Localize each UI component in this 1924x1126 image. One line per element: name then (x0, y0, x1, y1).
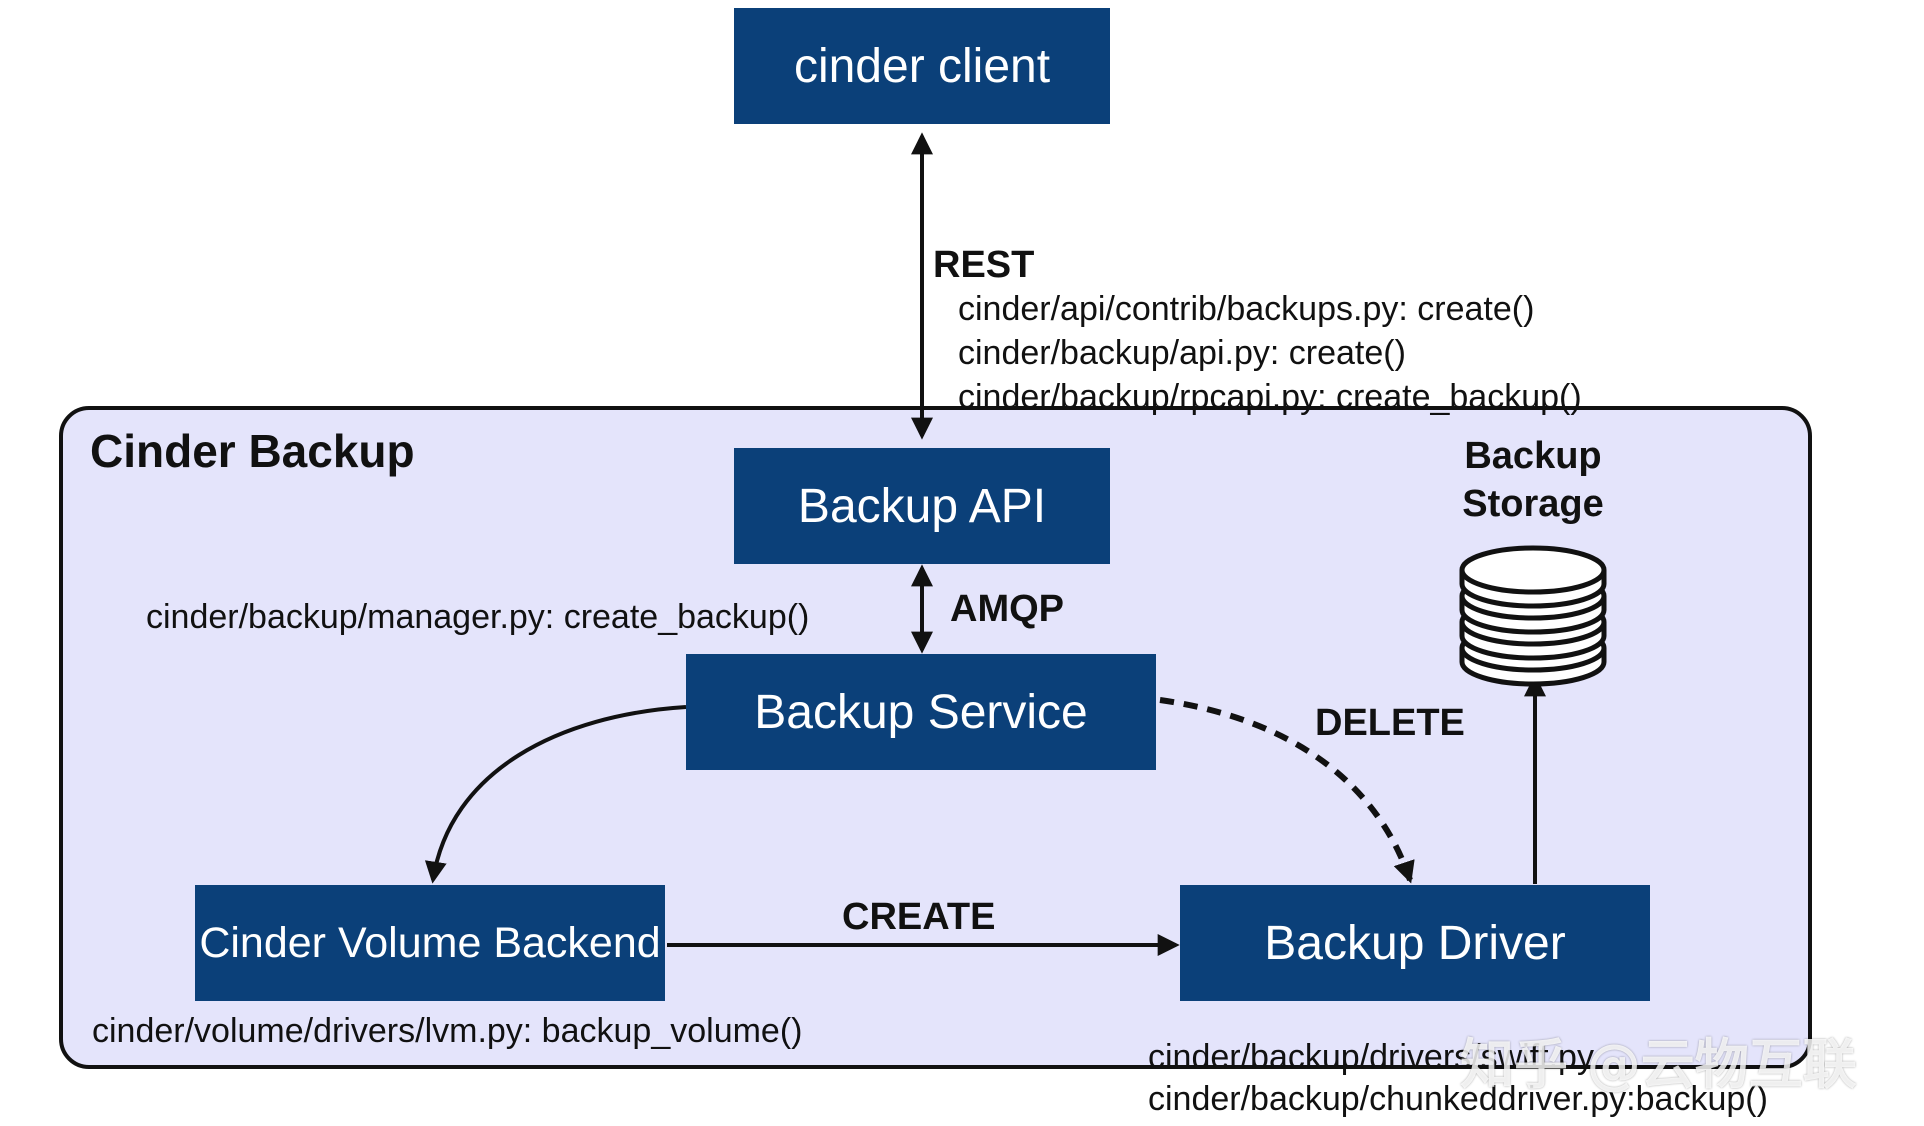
cinder-volume-backend-node: Cinder Volume Backend (195, 885, 665, 1001)
storage-label-line1: Backup (1464, 435, 1602, 477)
delete-arrow (1159, 697, 1415, 884)
rest-label: REST (933, 244, 1035, 286)
storage-label-line2: Storage (1462, 483, 1604, 525)
container-title: Cinder Backup (90, 425, 415, 477)
amqp-label: AMQP (950, 588, 1064, 630)
backup-service-node: Backup Service (686, 654, 1156, 770)
volume-code-ref: cinder/volume/drivers/lvm.py: backup_vol… (92, 1012, 803, 1050)
service-to-volume-arrow (424, 705, 687, 884)
cinder-client-node: cinder client (734, 8, 1110, 124)
create-label: CREATE (842, 896, 996, 938)
rest-code-ref-1: cinder/api/contrib/backups.py: create() (958, 290, 1535, 328)
driver-code-ref-2: cinder/backup/chunkeddriver.py:backup() (1148, 1080, 1768, 1118)
rest-code-ref-2: cinder/backup/api.py: create() (958, 334, 1406, 372)
watermark: 知乎 @云物互联 (1460, 1033, 1857, 1096)
database-icon (1459, 545, 1607, 687)
driver-code-ref-1: cinder/backup/drivers/swift.py (1148, 1038, 1594, 1076)
backup-driver-node: Backup Driver (1180, 885, 1650, 1001)
backup-storage-label: Backup Storage (1435, 432, 1631, 528)
delete-label: DELETE (1315, 702, 1465, 744)
manager-code-ref: cinder/backup/manager.py: create_backup(… (146, 598, 810, 636)
rest-code-ref-3: cinder/backup/rpcapi.py: create_backup() (958, 378, 1582, 416)
backup-api-node: Backup API (734, 448, 1110, 564)
